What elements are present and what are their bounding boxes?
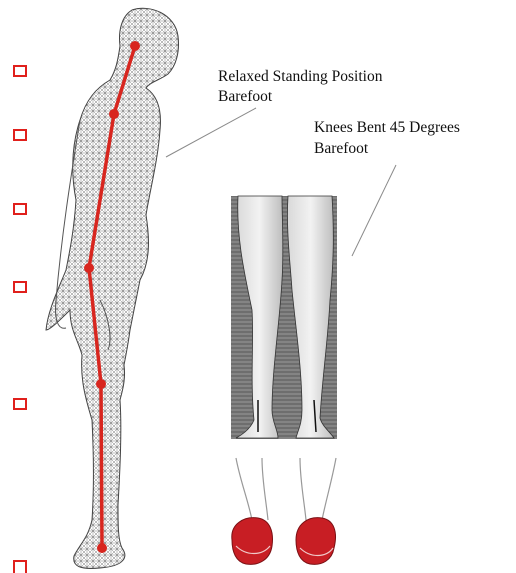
- label-standing-line1: Relaxed Standing Position: [218, 67, 382, 86]
- feet-in-shoes: [232, 458, 336, 564]
- leader-line-knees: [352, 165, 396, 256]
- label-standing-line2: Barefoot: [218, 87, 272, 106]
- joint-hip: [84, 263, 94, 273]
- label-knees-line2: Barefoot: [314, 139, 368, 158]
- joint-knee: [96, 379, 106, 389]
- label-knees-line1: Knees Bent 45 Degrees: [314, 118, 460, 137]
- leader-line-standing: [166, 108, 256, 157]
- wireframe-body: [46, 8, 179, 568]
- legs-photo: [231, 196, 337, 439]
- joint-head: [130, 41, 140, 51]
- joint-shoulder: [109, 109, 119, 119]
- joint-ankle: [97, 543, 107, 553]
